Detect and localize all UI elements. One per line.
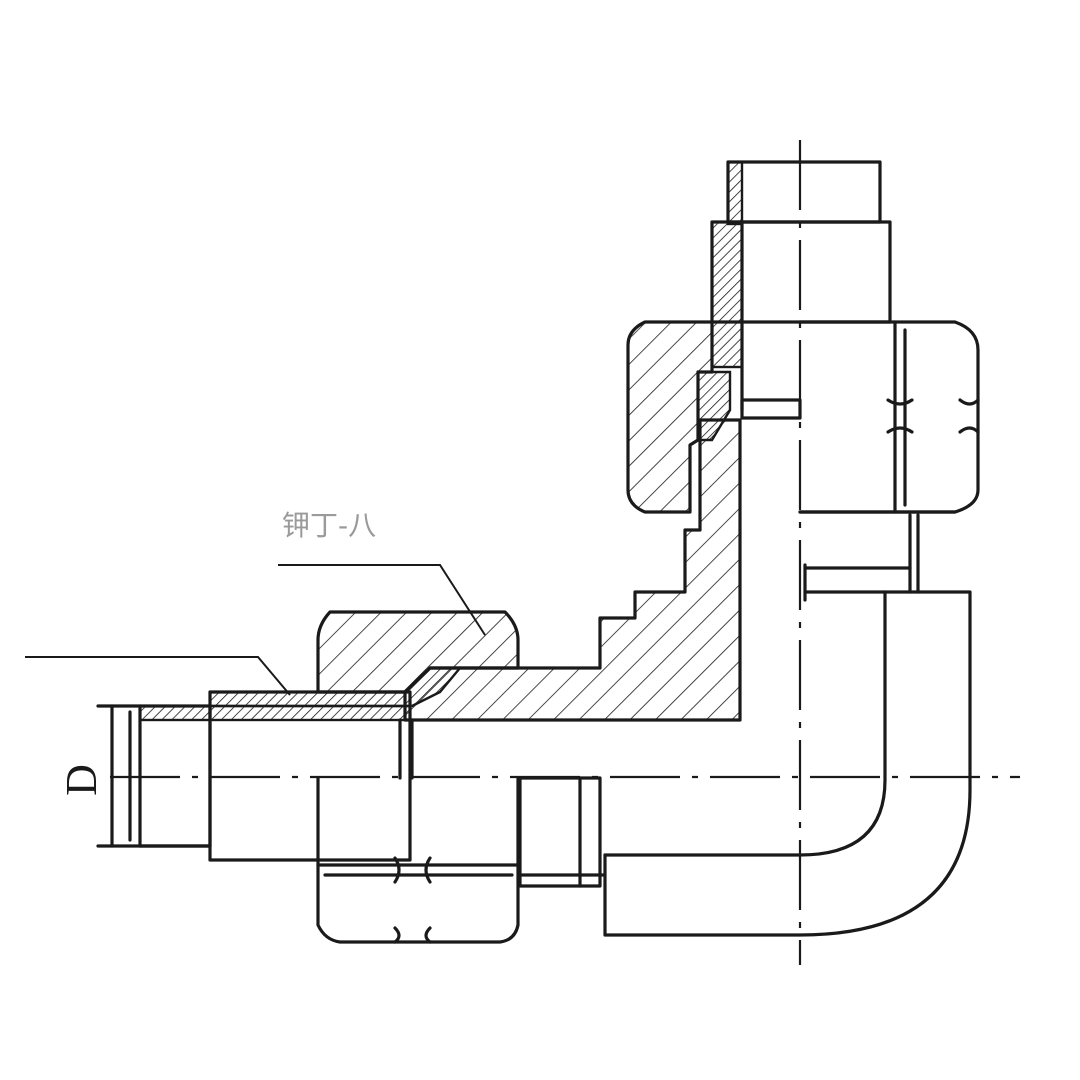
- left-nut-hex: [316, 776, 520, 944]
- left-nut-groove-2: [424, 856, 432, 884]
- upper-nut-groove-2: [886, 426, 914, 434]
- elbow-body: [603, 513, 972, 937]
- elbow-outer-contour: [603, 590, 972, 937]
- upper-bore-step: [740, 398, 802, 420]
- left-tube-wall: [138, 704, 412, 722]
- center-lines: [110, 140, 1020, 965]
- left-nut-groove-3: [393, 926, 401, 944]
- upper-nut-section: [626, 320, 714, 514]
- leader-lines: 钾丁-八: [25, 509, 486, 696]
- upper-seal-ring: [710, 220, 744, 369]
- collar-ring: [518, 776, 602, 888]
- upper-nut: [626, 320, 980, 514]
- left-tube-body: [208, 690, 412, 862]
- upper-nut-groove-1: [886, 398, 914, 406]
- elbow-inner-contour: [603, 590, 887, 857]
- upper-nut-groove-4: [958, 426, 980, 434]
- upper-tube-outline: [726, 160, 882, 224]
- leader-lower: [25, 656, 291, 696]
- leader-note-text: 钾丁-八: [282, 509, 376, 542]
- upper-tube-wall: [726, 160, 744, 226]
- lower-collar: [518, 776, 607, 888]
- left-tube: [138, 666, 463, 862]
- left-sleeve-wedge: [208, 666, 463, 708]
- dimension-label-d: D: [57, 764, 106, 796]
- leader-upper: [278, 564, 486, 636]
- left-nut-groove-4: [424, 926, 432, 944]
- dimension-d: D: [57, 704, 142, 848]
- upper-nut-groove-3: [958, 398, 980, 406]
- upper-nut-hex: [798, 320, 980, 514]
